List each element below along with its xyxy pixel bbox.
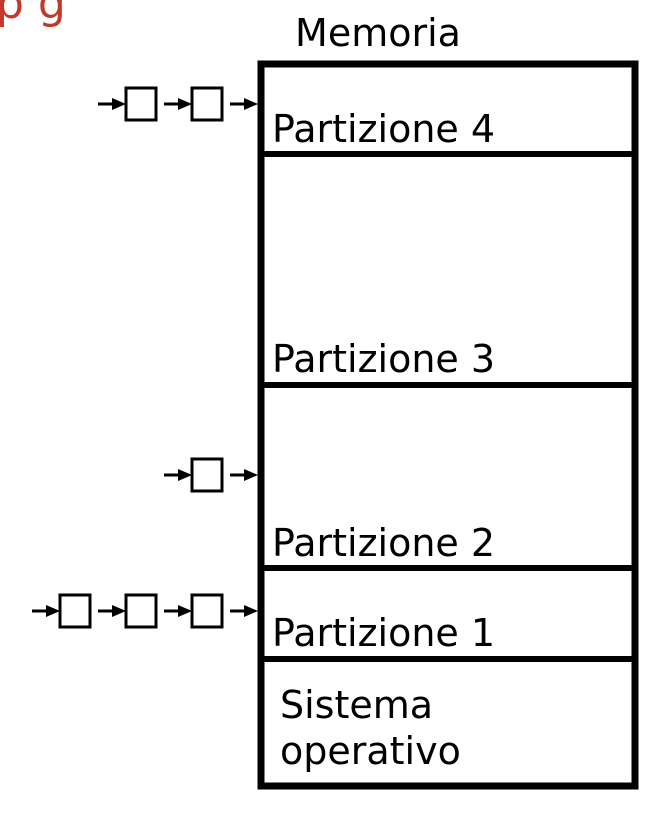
queue-partition-1-process-box: [58, 593, 92, 629]
queue-partition-2-arrow-1-head: [178, 469, 192, 481]
partition-1-label: Partizione 1: [272, 611, 495, 655]
queue-partition-4-process-box: [190, 86, 224, 122]
queue-partition-1-process-box: [124, 593, 158, 629]
input-queues: [32, 86, 258, 629]
partition-3-label: Partizione 3: [272, 337, 495, 381]
queue-partition-1-arrow-3-head: [46, 605, 60, 617]
queue-partition-1-arrow-1-head: [178, 605, 192, 617]
partition-2-label: Partizione 2: [272, 521, 495, 565]
queue-partition-2-process-box: [190, 457, 224, 493]
partition-4-label: Partizione 4: [272, 107, 495, 151]
queue-partition-2-arrow-in-head: [244, 469, 258, 481]
memory-title: Memoria: [295, 11, 461, 55]
queue-partition-4-arrow-in-head: [244, 98, 258, 110]
queue-partition-1-process-box: [190, 593, 224, 629]
queue-partition-4-arrow-1-head: [178, 98, 192, 110]
header-fragment: p g: [0, 0, 66, 29]
queue-partition-4-process-box: [124, 86, 158, 122]
memory-box: [257, 60, 639, 790]
queue-partition-1-arrow-in-head: [244, 605, 258, 617]
os-label-line2: operativo: [280, 729, 461, 773]
os-label-line1: Sistema: [280, 683, 433, 727]
queue-partition-4-arrow-2-head: [112, 98, 126, 110]
queue-partition-1-arrow-2-head: [112, 605, 126, 617]
